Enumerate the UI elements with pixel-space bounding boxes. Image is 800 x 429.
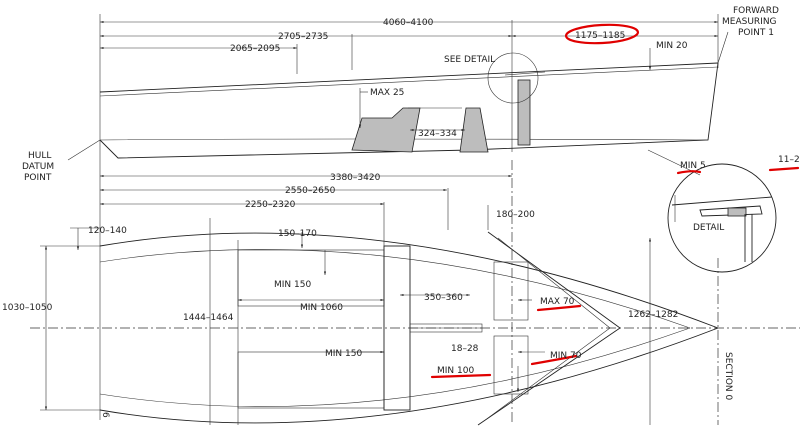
label-measuring: MEASURING [722,17,777,27]
label-max-25: MAX 25 [370,88,404,98]
deck-line-inner [99,66,719,97]
label-min-20: MIN 20 [656,41,688,51]
label-overall-length: 4060–4100 [383,18,434,28]
label-3380: 3380–3420 [330,173,381,183]
dimension-labels: 4060–4100 2705–2735 2065–2095 1175–1185 … [2,6,800,418]
red-underline-max70 [536,304,582,312]
foredeck-edge-inner [487,237,611,419]
label-min-150-bottom: MIN 150 [325,349,362,359]
label-2705: 2705–2735 [278,32,328,42]
label-180: 180–200 [496,210,535,220]
mast-step [517,79,531,146]
label-11: 11–2 [778,155,800,165]
label-18: 18–28 [451,344,479,354]
case-section [459,107,489,153]
fore-tank-lower [493,335,529,395]
sheer-line [99,138,709,141]
hull-outline-lower [99,327,719,424]
detail-fitting [699,205,763,217]
gunwale-inner-lower [99,327,691,407]
label-min-1060: MIN 1060 [300,303,343,313]
label-2065: 2065–2095 [230,44,280,54]
label-hull: HULL [28,151,51,161]
label-150-170: 150–170 [278,229,317,239]
label-1030: 1030–1050 [2,303,53,313]
label-min-150-top: MIN 150 [274,280,311,290]
red-annotations [430,23,800,379]
side-view [67,14,729,420]
label-1262: 1262–1282 [628,310,678,320]
label-min-5: MIN 5 [680,161,706,171]
label-2550: 2550–2650 [285,186,336,196]
label-1444: 1444–1464 [183,313,234,323]
label-point-1: POINT 1 [738,28,774,38]
label-max-70: MAX 70 [540,297,575,307]
red-underline-min70 [530,354,578,366]
fore-tank-upper [493,261,529,321]
label-min-70: MIN 70 [550,351,582,361]
red-underline-min5 [676,170,702,175]
bow-profile [469,62,719,151]
label-detail: DETAIL [693,223,724,233]
forward-point-leader [717,31,729,64]
plan-view [30,160,800,426]
label-see-detail: SEE DETAIL [444,55,495,65]
cockpit-side-lower [237,351,385,409]
hull-bottom [99,139,471,159]
detail-deck-line [671,196,773,206]
red-underline-11 [768,166,800,172]
label-edge-6: 6 [100,412,110,418]
cockpit-section [351,107,421,153]
foredeck-edge [477,231,621,426]
label-section-0: SECTION 0 [723,352,733,401]
label-forward: FORWARD [733,6,779,16]
label-324: 324–334 [418,129,457,139]
label-1175: 1175–1185 [575,31,625,41]
hull-outline-upper [99,232,719,329]
cockpit-side-upper [237,249,385,307]
red-circle-1175 [564,23,640,45]
detail-circle-marker [487,52,539,104]
label-350: 350–360 [424,293,463,303]
red-underline-min100 [430,373,492,379]
gunwale-inner-upper [99,249,691,329]
deck-line [99,62,719,93]
hull-datum-leader [67,139,101,161]
detail-circle [667,163,777,273]
detail-hatch [727,207,747,217]
label-point: POINT [24,173,52,183]
label-2250: 2250–2320 [245,200,296,210]
label-datum: DATUM [22,162,54,172]
label-120: 120–140 [88,226,127,236]
label-min-100: MIN 100 [437,366,474,376]
detail-view [647,149,777,273]
mast-partner [504,71,546,76]
